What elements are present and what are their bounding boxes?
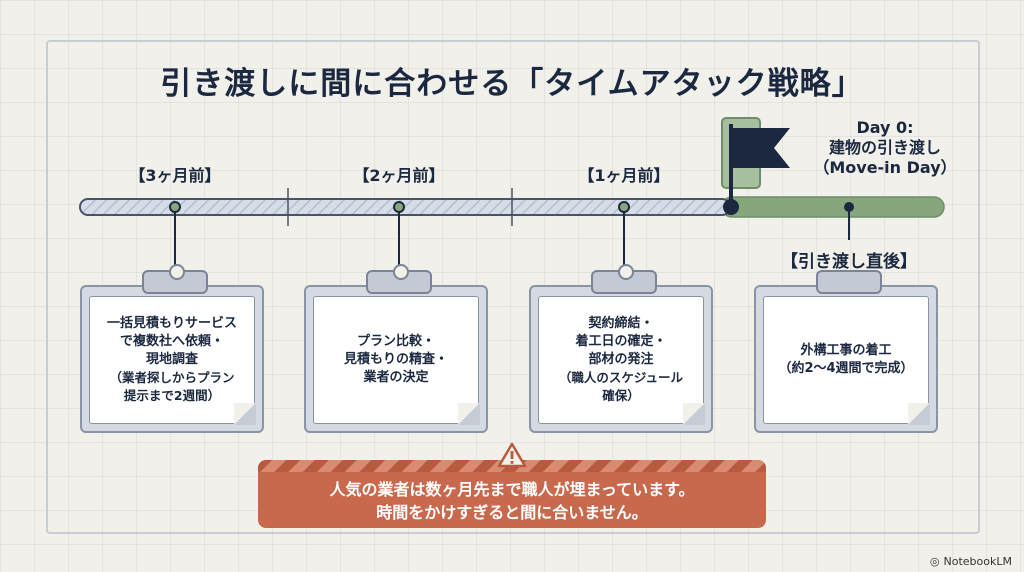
card-content: 契約締結・ 着工日の確定・ 部材の発注 （職人のスケジュール 確保）	[538, 296, 704, 424]
warning-banner: 人気の業者は数ヶ月先まで職人が埋まっています。 時間をかけすぎると間に合いません…	[258, 460, 766, 528]
task-card-4: 外構工事の着工 （約2〜4週間で完成）	[754, 285, 938, 433]
card-line: 部材の発注	[588, 352, 654, 367]
card-line: プラン比較・	[356, 334, 435, 349]
milestone-dot	[844, 202, 854, 212]
warning-triangle-icon	[497, 442, 527, 468]
warning-line2: 時間をかけすぎると間に合いません。	[376, 503, 648, 522]
page-fold-icon	[458, 403, 480, 425]
card-content: 一括見積もりサービス で複数社へ依頼・ 現地調査 （業者探しからプラン 提示まで…	[89, 296, 255, 424]
clipboard-clip-icon	[591, 264, 657, 294]
warning-line1: 人気の業者は数ヶ月先まで職人が埋まっています。	[329, 480, 695, 499]
clipboard-clip-icon	[142, 264, 208, 294]
milestone-dot	[618, 201, 630, 213]
page-title: 引き渡しに間に合わせる「タイムアタック戦略」	[160, 66, 864, 102]
card-content: 外構工事の着工 （約2〜4週間で完成）	[763, 296, 929, 424]
day0-line2: 建物の引き渡し	[828, 138, 941, 157]
page-fold-icon	[683, 403, 705, 425]
task-card-1: 一括見積もりサービス で複数社へ依頼・ 現地調査 （業者探しからプラン 提示まで…	[80, 285, 264, 433]
card-line: 現地調査	[145, 352, 198, 367]
card-line: 業者の決定	[363, 370, 429, 385]
card-line: 契約締結・	[588, 316, 654, 331]
flag-icon	[723, 124, 790, 215]
card-note: 提示まで2週間）	[123, 388, 221, 403]
page-fold-icon	[234, 403, 256, 425]
clipboard-clip-icon	[816, 270, 882, 294]
phase-label-after-handover: 【引き渡し直後】	[781, 252, 917, 272]
diagram-frame	[46, 40, 980, 534]
card-content: プラン比較・ 見積もりの精査・ 業者の決定	[313, 296, 479, 424]
phase-label-2-months: 【2ヶ月前】	[353, 166, 445, 185]
green-track	[721, 196, 945, 218]
card-line: 見積もりの精査・	[343, 352, 448, 367]
phase-label-3-months: 【3ヶ月前】	[129, 166, 221, 185]
day0-line3: （Move-in Day）	[813, 158, 957, 177]
card-line: 着工日の確定・	[575, 334, 667, 349]
notebooklm-logo-icon: ◎	[929, 555, 940, 568]
watermark: ◎ NotebookLM	[930, 555, 1012, 568]
card-line: （約2〜4週間で完成）	[778, 361, 914, 376]
page-fold-icon	[908, 403, 930, 425]
warning-text: 人気の業者は数ヶ月先まで職人が埋まっています。 時間をかけすぎると間に合いません…	[258, 478, 766, 524]
card-line: 外構工事の着工	[800, 343, 892, 358]
day0-label: Day 0: 建物の引き渡し （Move-in Day）	[790, 118, 980, 178]
phase-label-1-month: 【1ヶ月前】	[578, 166, 670, 185]
card-line: 一括見積もりサービス	[106, 316, 237, 331]
card-note: （業者探しからプラン	[109, 370, 235, 385]
watermark-text: NotebookLM	[943, 555, 1012, 568]
task-card-2: プラン比較・ 見積もりの精査・ 業者の決定	[304, 285, 488, 433]
milestone-dot	[169, 201, 181, 213]
milestone-dot	[393, 201, 405, 213]
clipboard-clip-icon	[366, 264, 432, 294]
day0-line1: Day 0:	[856, 118, 914, 137]
card-note: 確保）	[602, 388, 640, 403]
card-note: （職人のスケジュール	[558, 370, 684, 385]
task-card-3: 契約締結・ 着工日の確定・ 部材の発注 （職人のスケジュール 確保）	[529, 285, 713, 433]
card-line: で複数社へ依頼・	[119, 334, 224, 349]
